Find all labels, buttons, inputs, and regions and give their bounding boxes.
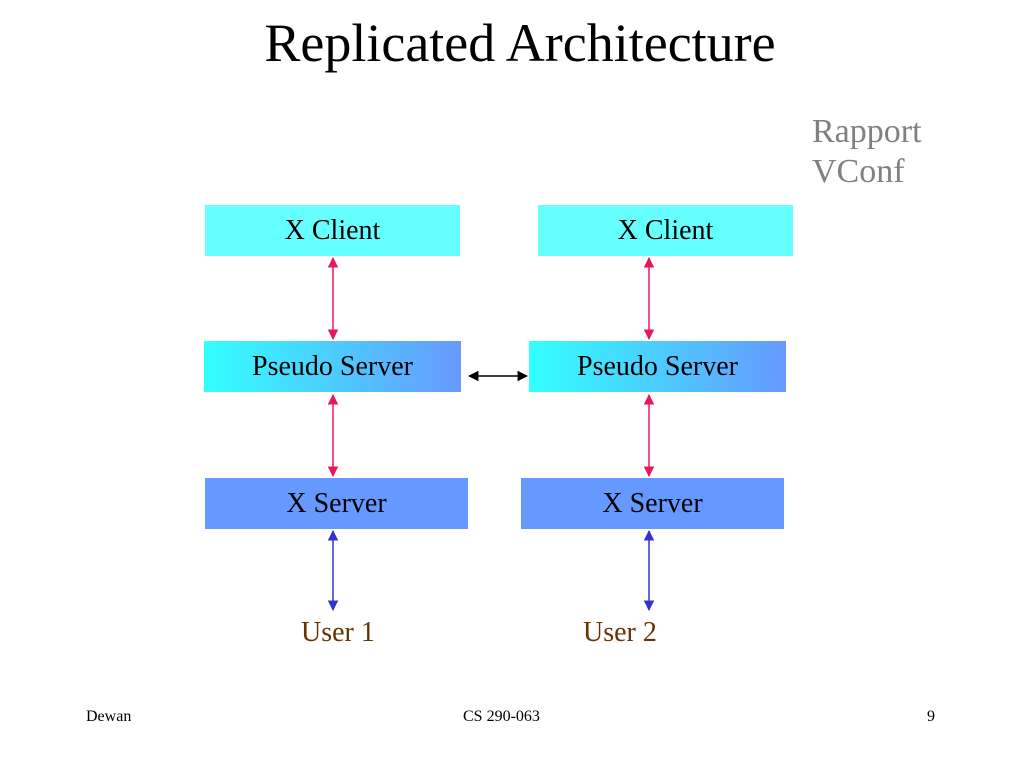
- side-note-vconf: VConf: [812, 153, 905, 190]
- left-x-client-box: X Client: [205, 205, 460, 256]
- footer-author: Dewan: [86, 708, 132, 725]
- left-x-server-box: X Server: [205, 478, 468, 529]
- side-note: Rapport VConf: [812, 112, 922, 192]
- right-x-server-box: X Server: [521, 478, 784, 529]
- right-pseudo-server-box: Pseudo Server: [529, 341, 786, 392]
- footer-page-number: 9: [927, 708, 935, 725]
- right-x-client-box: X Client: [538, 205, 793, 256]
- user-2-label: User 2: [583, 617, 657, 648]
- left-pseudo-server-box: Pseudo Server: [204, 341, 461, 392]
- user-1-label: User 1: [301, 617, 375, 648]
- footer-course: CS 290-063: [463, 708, 540, 725]
- slide-title: Replicated Architecture: [264, 13, 776, 73]
- side-note-rapport: Rapport: [812, 113, 922, 150]
